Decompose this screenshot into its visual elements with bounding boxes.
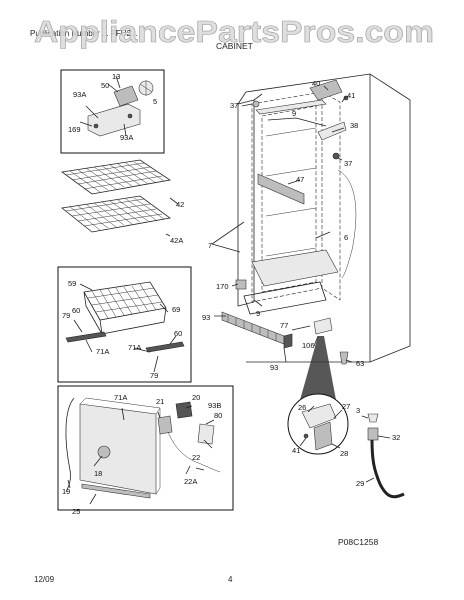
drain-detail: 26 27 3 32 41 28 29 — [287, 393, 405, 499]
callout-170: 170 — [216, 282, 229, 291]
cabinet-front-frame — [237, 99, 255, 307]
leveling-leg — [339, 351, 349, 365]
callout-21: 21 — [156, 397, 164, 406]
callout-28: 28 — [340, 449, 348, 458]
callout-79: 79 — [62, 311, 70, 320]
grille-end-cap — [283, 333, 293, 349]
wire-basket — [83, 281, 167, 335]
callout-40: 40 — [312, 79, 320, 88]
callout-93a-lower: 93A — [120, 133, 133, 142]
footer-date: 12/09 — [34, 575, 55, 584]
basket-inset-frame — [57, 266, 192, 383]
callout-32: 32 — [392, 433, 400, 442]
callout-22: 22 — [192, 453, 200, 462]
watermark-logo: AppliancePartsPros.com — [34, 14, 434, 49]
callout-50: 50 — [101, 81, 109, 90]
trim-strip — [81, 483, 151, 499]
light-socket — [97, 445, 111, 459]
section-title: CABINET — [216, 41, 253, 51]
basket-inset: 59 69 60 79 71A 60 71A 79 — [57, 266, 192, 383]
callout-77: 77 — [280, 321, 288, 330]
callout-60: 60 — [72, 306, 80, 315]
kickplate-grille — [221, 311, 285, 345]
corner-cap-37 — [252, 100, 260, 108]
callout-19: 19 — [62, 487, 70, 496]
evaporator-coil — [265, 127, 317, 257]
callout-25: 25 — [72, 507, 80, 516]
callout-26: 26 — [298, 403, 306, 412]
callout-60-lower: 60 — [174, 329, 182, 338]
callout-41-detail: 41 — [292, 446, 300, 455]
callout-38: 38 — [350, 121, 358, 130]
callout-93-lower: 93 — [270, 363, 278, 372]
callout-169: 169 — [68, 125, 81, 134]
cabinet-shell — [245, 73, 411, 363]
drain-tube — [65, 397, 75, 493]
top-hinge — [309, 79, 343, 101]
callout-47: 47 — [296, 175, 304, 184]
callout-3: 3 — [356, 406, 360, 415]
callout-37: 37 — [230, 101, 238, 110]
callout-93b: 93B — [208, 401, 221, 410]
hinge-pin — [332, 152, 340, 160]
drain-bracket — [313, 317, 333, 335]
drain-fitting — [367, 427, 379, 441]
wire-shelves: 42 42A — [60, 159, 184, 245]
wire-shelf-42a — [61, 195, 171, 233]
callout-41: 41 — [347, 91, 355, 100]
bottom-breaker — [251, 249, 339, 287]
callout-13: 13 — [112, 72, 120, 81]
callout-93: 93 — [202, 313, 210, 322]
callout-18: 18 — [94, 469, 102, 478]
hinge-bracket — [317, 121, 347, 141]
callout-71a: 71A — [96, 347, 109, 356]
callout-22a: 22A — [184, 477, 197, 486]
callout-106: 106 — [302, 341, 315, 350]
callout-7: 7 — [208, 241, 212, 250]
drain-plug — [367, 413, 379, 423]
callout-42a: 42A — [170, 236, 183, 245]
fan-motor-inset: 13 50 5 93A 169 93A — [60, 69, 165, 154]
callout-63: 63 — [356, 359, 364, 368]
control-panel-cover — [79, 403, 157, 495]
footer-page-number: 4 — [228, 575, 233, 584]
upper-channel — [257, 173, 305, 205]
callout-42: 42 — [176, 200, 184, 209]
cabinet-assembly: 40 41 37 9 38 37 47 7 6 170 93 9 77 106 … — [202, 73, 411, 372]
callout-27: 27 — [342, 402, 350, 411]
callout-9: 9 — [292, 109, 296, 118]
callout-37-right: 37 — [344, 159, 352, 168]
callout-9-lower: 9 — [256, 309, 260, 318]
header-partial-text: Publication Number ... FFU2... — [30, 29, 138, 38]
callout-59: 59 — [68, 279, 76, 288]
callout-79-lower: 79 — [150, 371, 158, 380]
thermostat — [157, 415, 173, 435]
thermostat-knob — [175, 401, 193, 419]
detail-projection — [300, 336, 336, 400]
light-switch — [197, 423, 215, 445]
fan-motor-body — [113, 85, 139, 107]
control-panel-inset: 71A 21 20 93B 80 18 22 22A 19 25 — [57, 385, 234, 516]
wire-shelf-42 — [60, 159, 172, 195]
top-breaker-strip — [255, 99, 327, 115]
drain-screw — [303, 433, 309, 439]
diagram-code: P08C1258 — [338, 537, 378, 547]
callout-93a: 93A — [73, 90, 86, 99]
callout-71a-panel: 71A — [114, 393, 127, 402]
callout-29: 29 — [356, 479, 364, 488]
callout-69: 69 — [172, 305, 180, 314]
callout-71a-lower: 71A — [128, 343, 141, 352]
callout-80: 80 — [214, 411, 222, 420]
wire-harness — [167, 431, 221, 473]
callout-20: 20 — [192, 393, 200, 402]
callout-5: 5 — [153, 97, 157, 106]
callout-6: 6 — [344, 233, 348, 242]
drain-hose — [370, 439, 405, 499]
fan-motor-bracket — [87, 103, 141, 137]
slide-rail-left — [65, 331, 107, 343]
